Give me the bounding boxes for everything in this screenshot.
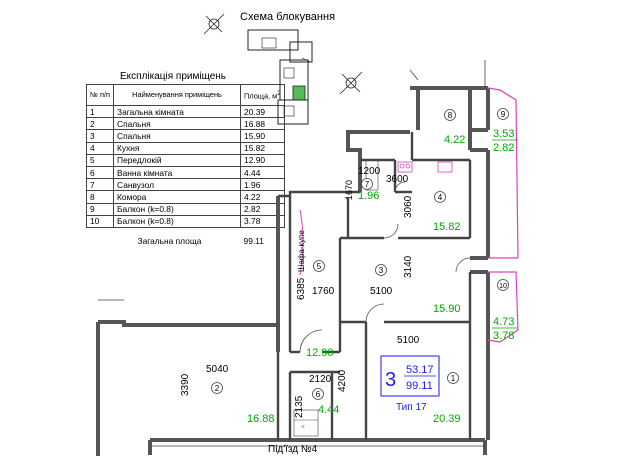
doors [299,181,471,353]
dim-2135: 2135 [294,395,305,418]
apartment-rooms-count: 3 [385,369,396,391]
block-scheme [247,29,313,125]
room-area-1: 20.39 [433,413,461,425]
dim-1670: 1670 [344,180,354,200]
row-name: Балкон (k=0.8) [113,214,242,228]
dim-4200: 4200 [337,369,348,392]
dim-3390: 3390 [180,373,191,396]
room-number-1: 1 [451,374,456,383]
balcony-9-outline [487,87,519,259]
compass-icon [339,71,363,95]
room-area-2: 16.88 [247,413,275,425]
room-area-9b: 2.82 [493,142,514,154]
walls [96,86,490,456]
closet-label: Шафа-купе [297,230,306,272]
room-number-9: 9 [501,110,506,119]
row-num: 10 [85,214,115,228]
balcony-10-outline [487,271,519,343]
room-area-9a: 3.53 [493,128,514,140]
dim-1760: 1760 [312,286,335,297]
apartment-living-area: 53.17 [406,364,434,376]
room-area-5: 12.90 [306,347,334,359]
total-value: 99.11 [243,235,264,246]
room-number-6: 6 [316,390,321,399]
room-area-10b: 3.78 [493,330,514,342]
stove-icon [397,161,453,173]
room-area-8: 4.22 [444,134,465,146]
wardrobe-curve [299,209,304,276]
explication-title: Експлікація приміщень [120,71,226,82]
dim-6385: 6385 [296,277,307,300]
room-area-10a: 4.73 [493,316,514,328]
dim-5040: 5040 [206,364,229,375]
dim-3600: 3600 [386,174,409,185]
dim-5100-a: 5100 [370,286,393,297]
header-num: № п/п [85,84,115,106]
bath-fixtures [293,159,379,437]
room-number-8: 8 [448,111,453,120]
row-area: 3.78 [240,214,285,228]
inner-walls [276,132,472,440]
room-number-2: 2 [215,384,220,393]
header-area-text: Площа, м [244,91,278,101]
entrance-strip [98,60,486,447]
dim-1200: 1200 [358,166,381,177]
dim-5100-b: 5100 [397,335,420,346]
room-number-5: 5 [317,262,322,271]
explication-table: № п/п Найменування приміщень Площа, м2 1… [85,84,285,250]
dim-3060: 3060 [403,195,414,218]
entrance-label: Під'їзд №4 [268,444,318,455]
compass-icon [203,13,225,35]
room-area-7: 1.96 [358,190,379,202]
apartment-info-box [380,355,440,397]
room-number-10: 10 [499,283,507,290]
explication-header-row: № п/п Найменування приміщень Площа, м2 [85,84,285,106]
bath-marker-icon: × [301,424,305,431]
total-row: Загальна площа 99.11 [87,227,285,250]
room-number-3: 3 [379,266,384,275]
room-area-4: 15.82 [433,221,461,233]
apartment-total-area: 99.11 [406,380,433,392]
dim-2120: 2120 [309,374,332,385]
room-number-4: 4 [438,193,443,202]
room-area-3: 15.90 [433,303,461,315]
dim-3140: 3140 [403,255,414,278]
room-number-7: 7 [365,180,370,189]
room-area-6: 4.44 [318,404,339,416]
room-markers [211,108,509,400]
total-label: Загальна площа [137,235,202,246]
header-area-sup: 2 [277,89,281,97]
schema-title: Схема блокування [240,11,336,23]
apartment-type: Тип 17 [396,402,427,413]
